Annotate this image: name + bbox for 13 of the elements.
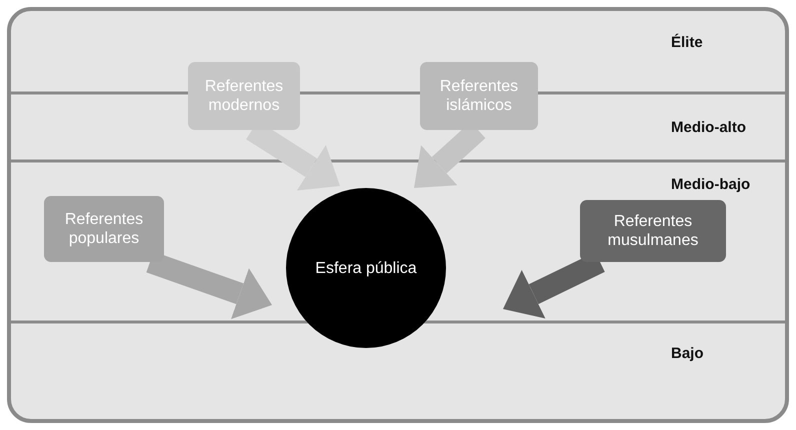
class-label: Medio-alto (671, 119, 746, 136)
node-text: Referentes musulmanes (606, 212, 700, 250)
node-text: Referentes modernos (204, 77, 284, 115)
class-label: Bajo (671, 345, 704, 362)
class-label: Élite (671, 34, 703, 51)
node-text: Referentes populares (64, 210, 144, 248)
reference-box (580, 200, 726, 262)
reference-box (188, 62, 300, 130)
reference-box (420, 62, 538, 130)
node-text: Referentes islámicos (438, 77, 520, 115)
node-text: Esfera pública (315, 258, 417, 278)
class-label: Medio-bajo (671, 176, 750, 193)
reference-box (44, 196, 164, 262)
